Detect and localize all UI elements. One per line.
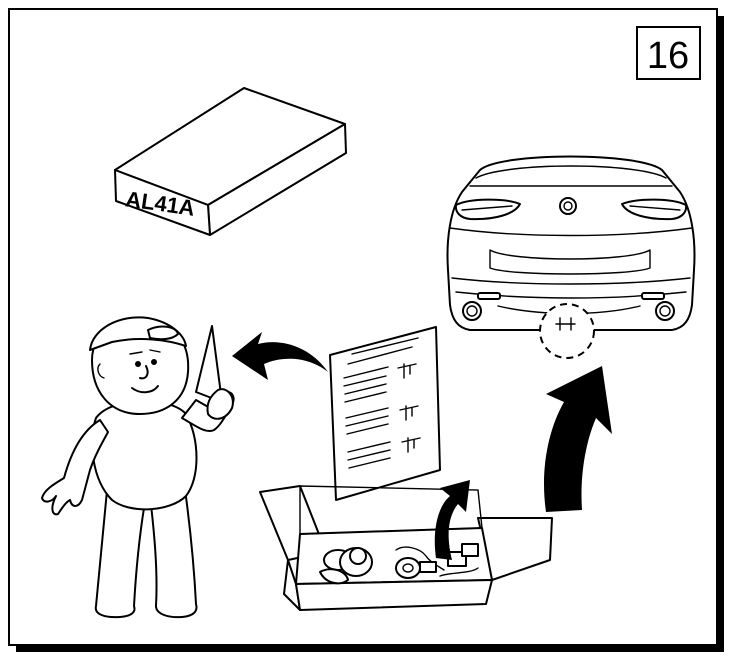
curved-arrow-icon: [544, 366, 612, 512]
product-box: AL41A: [114, 87, 347, 236]
open-parts-box-icon: [259, 480, 553, 611]
curved-arrow-icon: [232, 332, 328, 380]
step-number: 16: [647, 35, 689, 77]
car-rear-view-icon: [446, 155, 696, 359]
instruction-sheet-icon: [329, 326, 441, 501]
step-number-badge: 16: [636, 26, 701, 80]
mechanic-holding-instructions-icon: [41, 316, 235, 619]
